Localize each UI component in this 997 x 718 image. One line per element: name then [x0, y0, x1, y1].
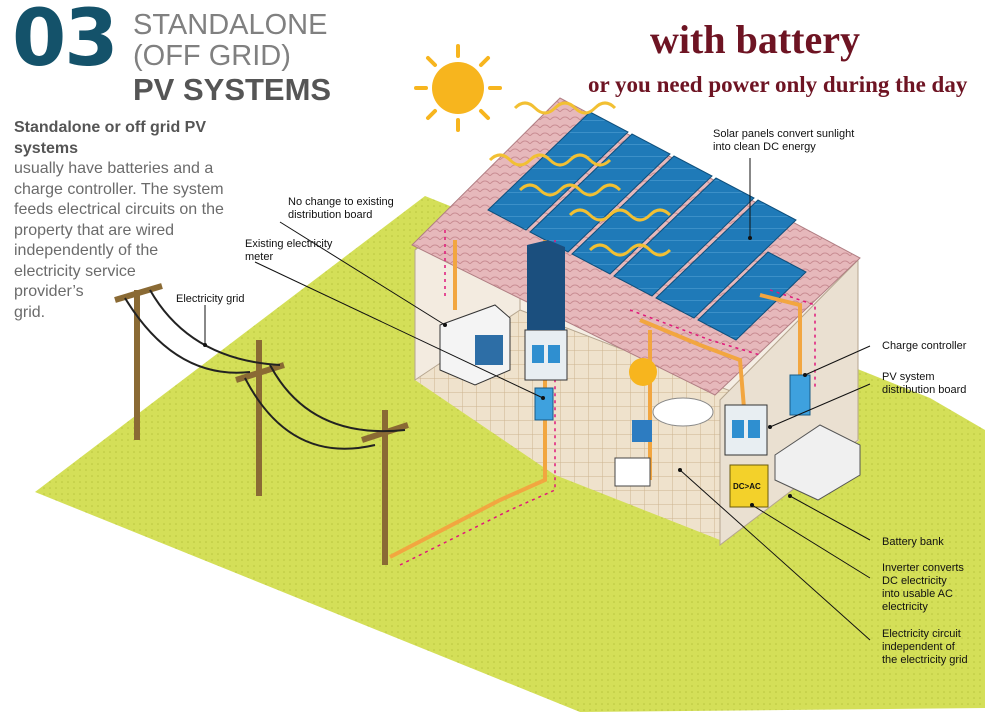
title-line-1: STANDALONE (OFF GRID) — [133, 10, 327, 72]
label-text: electricity — [882, 601, 928, 613]
intro-line: provider’s — [14, 283, 84, 300]
label-text: No change to existing — [288, 196, 394, 208]
label-text: Existing electricity — [245, 238, 333, 250]
sun — [414, 44, 502, 132]
inverter — [729, 464, 769, 508]
intro-line: charge controller. The system — [14, 180, 224, 198]
intro-line: feeds electrical circuits on the — [14, 201, 224, 218]
intro-paragraph: Standalone or off grid PV systems usuall… — [14, 118, 259, 323]
label-inverter: Inverter converts DC electricity into us… — [882, 562, 964, 614]
day-subheading: or you need power only during the day — [588, 72, 968, 97]
intro-line: grid. — [14, 303, 46, 321]
intro-line: property that are wired — [14, 221, 175, 239]
inverter-box-label: DC>AC — [733, 482, 761, 491]
label-electricity-grid: Electricity grid — [176, 293, 245, 305]
label-text: meter — [245, 251, 274, 263]
existing-distribution-board — [524, 329, 568, 381]
label-text: Inverter converts — [882, 562, 964, 574]
dashed-circuit — [399, 230, 816, 566]
label-text: into clean DC energy — [713, 141, 816, 153]
charge-controller — [789, 374, 811, 416]
leader-dots — [203, 236, 807, 507]
section-number: 03 — [12, 0, 119, 84]
title-off-grid: (OFF GRID) — [133, 40, 291, 72]
label-meter: Existing electricity meter — [245, 238, 332, 264]
intro-line: electricity service — [14, 262, 136, 280]
label-text: Electricity circuit — [882, 628, 961, 640]
label-solar-panels: Solar panels convert sunlight into clean… — [713, 128, 854, 154]
grid-wires — [124, 289, 406, 450]
battery-heading: with battery — [650, 17, 860, 62]
label-text: independent of — [882, 641, 955, 653]
solar-panels — [487, 111, 807, 341]
intro-bold: Standalone or off grid PV systems — [14, 119, 207, 157]
label-text: distribution board — [882, 384, 967, 396]
sunlight-rays — [488, 101, 672, 257]
title-pv-systems: PV SYSTEMS — [133, 72, 332, 107]
kitchen-cabinet — [527, 240, 565, 330]
table — [652, 397, 714, 427]
label-charge-controller: Charge controller — [882, 340, 967, 352]
label-text: into usable AC — [882, 588, 953, 600]
label-text: the electricity grid — [882, 654, 968, 666]
label-text: PV system — [882, 371, 935, 383]
label-pv-board: PV system distribution board — [882, 371, 966, 397]
intro-line: usually have batteries and a — [14, 160, 214, 177]
leader-lines — [204, 158, 871, 641]
power-socket — [614, 457, 651, 487]
label-circuit: Electricity circuit independent of the e… — [882, 628, 968, 667]
label-battery-bank: Battery bank — [882, 536, 944, 548]
lightbulb — [629, 358, 657, 386]
intro-line: independently of the — [14, 242, 159, 259]
title-standalone: STANDALONE — [133, 9, 328, 41]
label-no-change: No change to existing distribution board — [288, 196, 394, 222]
label-text: DC electricity — [882, 575, 947, 587]
electricity-meter — [534, 387, 554, 421]
label-text: distribution board — [288, 209, 373, 221]
pv-distribution-board — [724, 404, 768, 456]
label-text: Solar panels convert sunlight — [713, 128, 855, 140]
battery-bank — [774, 424, 861, 501]
